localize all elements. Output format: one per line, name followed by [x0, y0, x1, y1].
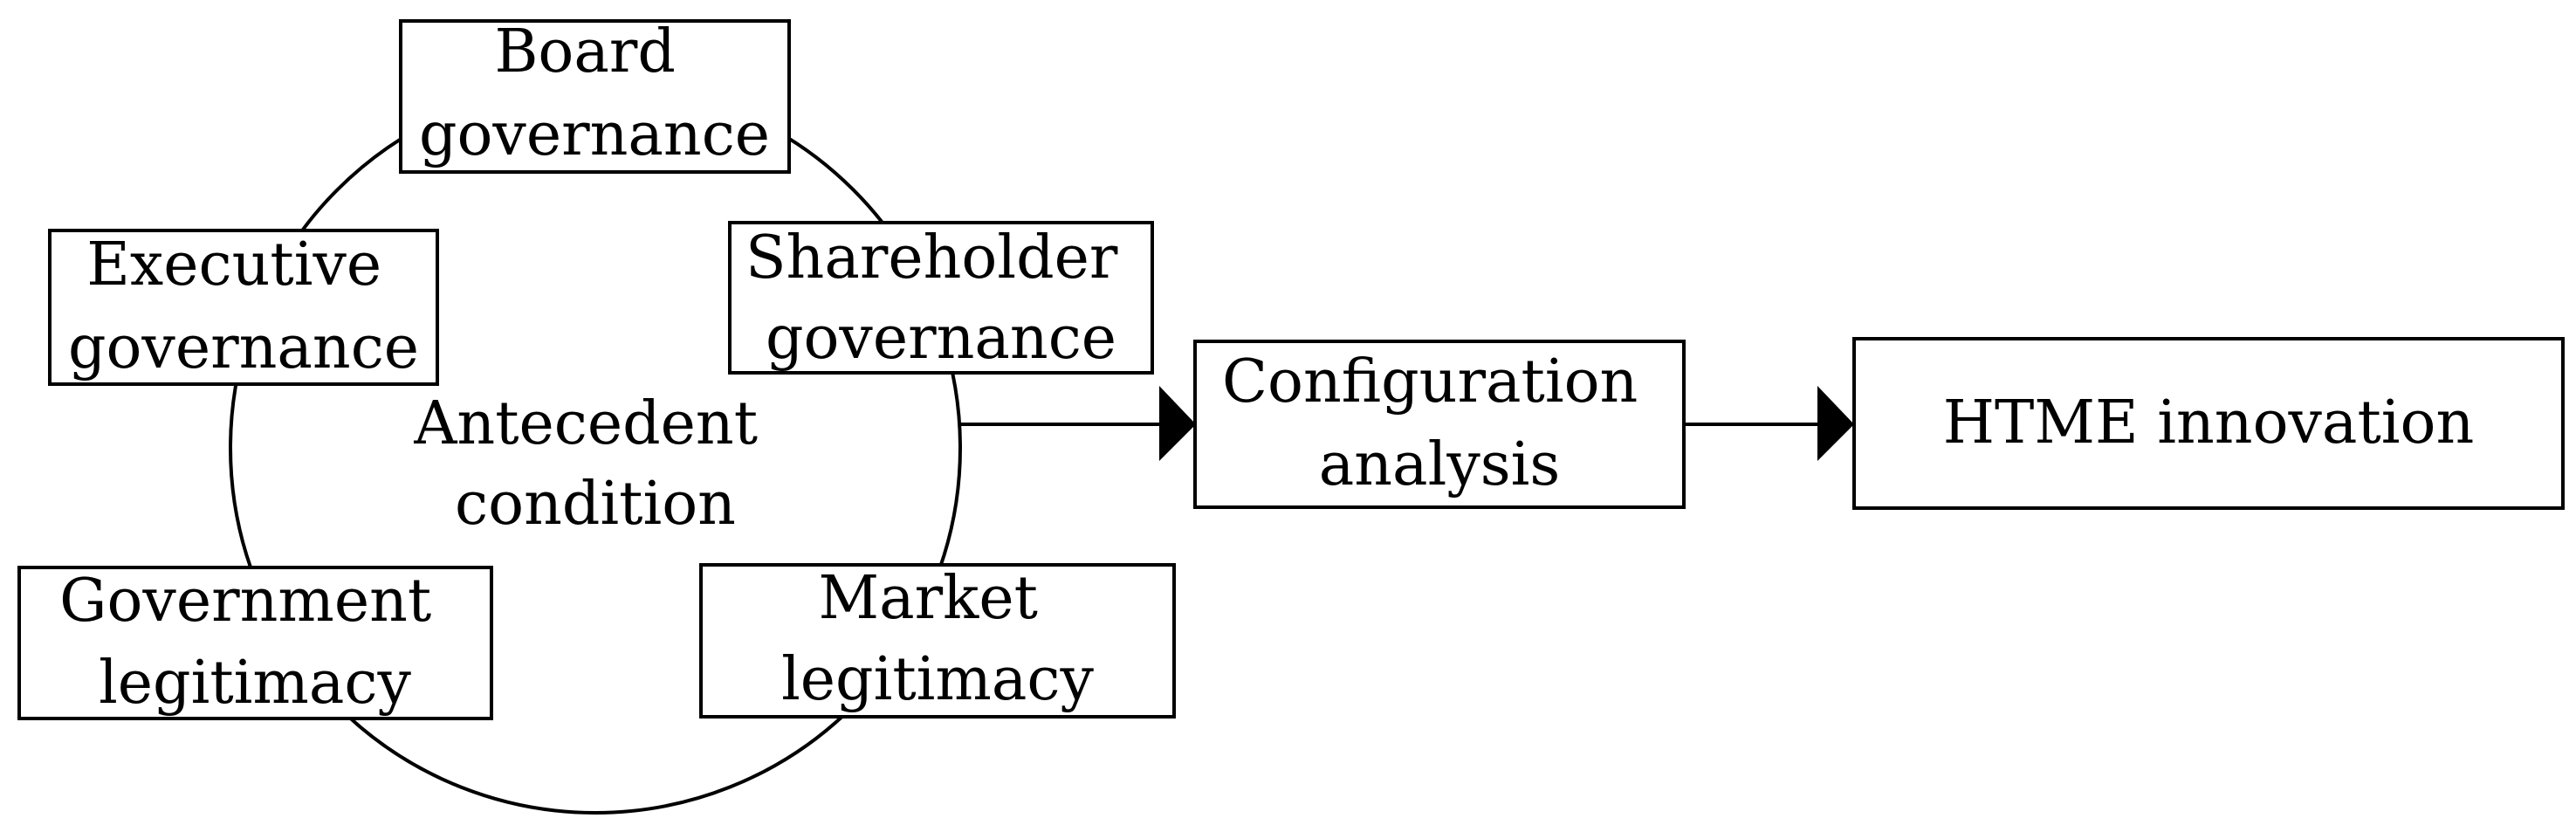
htme-innovation-label: HTME innovation — [1943, 388, 2475, 457]
antecedent-condition-line-2: condition — [455, 470, 736, 539]
configuration-analysis-line-1: Configuration — [1222, 347, 1638, 416]
arrow-to-outcome — [1684, 386, 1854, 461]
shareholder-governance-line-2: governance — [766, 304, 1116, 373]
svg-text:Executive governance: Executive governance — [68, 230, 419, 382]
executive-governance-box: Executive governance — [48, 229, 439, 386]
svg-text:Market legitimacy: Market legitimacy — [781, 564, 1094, 714]
antecedent-condition-line-1: Antecedent — [413, 389, 758, 458]
arrowhead-1 — [1159, 386, 1196, 461]
arrowhead-2 — [1817, 386, 1854, 461]
svg-text:Board governance: Board governance — [419, 17, 770, 169]
board-governance-line-1: Board — [494, 17, 676, 86]
shareholder-governance-line-1: Shareholder — [745, 223, 1118, 292]
government-legitimacy-box: Government legitimacy — [17, 566, 493, 720]
executive-governance-line-2: governance — [68, 313, 419, 382]
market-legitimacy-line-1: Market — [818, 564, 1037, 633]
government-legitimacy-line-1: Government — [59, 567, 431, 636]
configuration-analysis-line-2: analysis — [1319, 430, 1561, 499]
svg-text:Shareholder governance: Shareholder governance — [745, 223, 1137, 373]
antecedent-condition-label: Antecedent condition — [413, 389, 776, 539]
configuration-analysis-box: Configuration analysis — [1193, 340, 1686, 509]
government-legitimacy-line-2: legitimacy — [99, 649, 411, 718]
arrow-to-configuration — [961, 386, 1196, 461]
market-legitimacy-box: Market legitimacy — [699, 563, 1176, 719]
market-legitimacy-line-2: legitimacy — [781, 645, 1094, 714]
htme-innovation-box: HTME innovation — [1852, 337, 2565, 510]
svg-text:Government legitimacy: Government legitimacy — [59, 567, 450, 718]
svg-text:HTME innovation: HTME innovation — [1943, 388, 2475, 457]
board-governance-box: Board governance — [399, 17, 791, 174]
executive-governance-line-1: Executive — [86, 230, 381, 299]
svg-text:Configuration analysis: Configuration analysis — [1222, 347, 1657, 499]
shareholder-governance-box: Shareholder governance — [728, 221, 1154, 375]
board-governance-line-2: governance — [419, 100, 770, 169]
